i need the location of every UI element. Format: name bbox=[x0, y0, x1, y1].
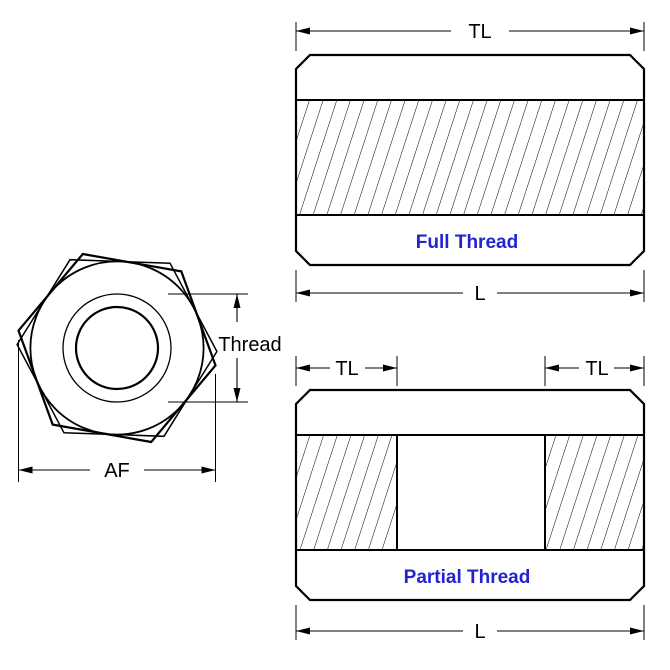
partial-thread-view: Partial Thread TL TL L bbox=[294, 356, 646, 643]
hex-outline-chamfer bbox=[16, 258, 218, 438]
partial-tl-left-label: TL bbox=[335, 358, 358, 380]
thread-dimension-label: Thread bbox=[218, 334, 281, 356]
hex-outline bbox=[17, 252, 217, 444]
inscribed-circle bbox=[29, 260, 205, 436]
af-dimension-label: AF bbox=[104, 460, 130, 482]
full-thread-hatch bbox=[296, 100, 644, 215]
full-tl-label: TL bbox=[468, 21, 491, 43]
thread-bore-circle bbox=[74, 305, 160, 391]
front-view: Thread AF bbox=[16, 252, 282, 482]
partial-thread-hatch-right bbox=[545, 435, 644, 550]
full-thread-view: Full Thread TL L bbox=[294, 21, 646, 305]
full-thread-caption: Full Thread bbox=[416, 232, 518, 253]
thread-major-circle bbox=[62, 293, 172, 403]
partial-thread-hatch-left bbox=[296, 435, 397, 550]
full-l-label: L bbox=[474, 283, 485, 305]
partial-l-label: L bbox=[474, 621, 485, 643]
partial-tl-right-label: TL bbox=[585, 358, 608, 380]
partial-thread-caption: Partial Thread bbox=[404, 567, 531, 588]
